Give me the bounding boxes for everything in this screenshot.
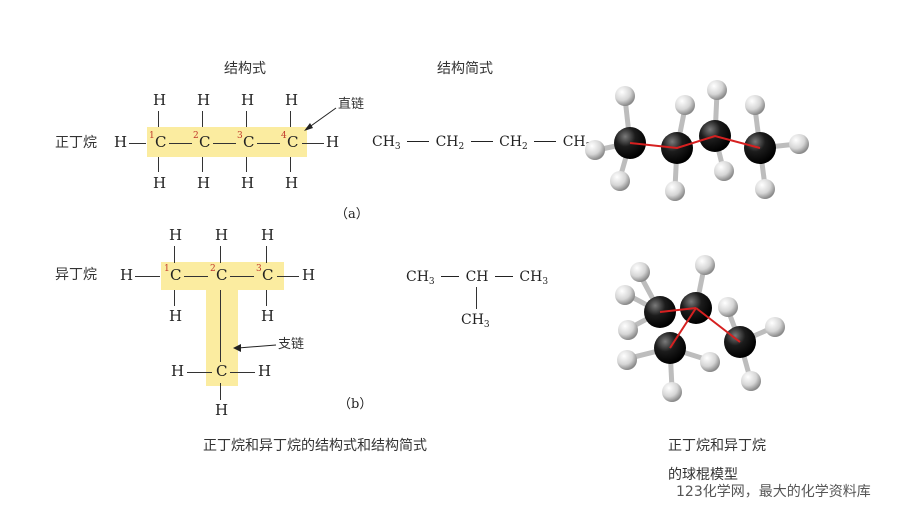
isobutane-bond-branch-right <box>230 372 255 373</box>
isobutane-carbon-4: C <box>216 362 228 380</box>
isobutane-cond-bond-2 <box>494 276 513 277</box>
isobutane-num-2: 2 <box>210 264 216 274</box>
isobutane-condensed-formula: CH3 CH CH3 <box>406 270 548 287</box>
nbutane-h-top-2: H <box>197 91 211 109</box>
nbutane-carbon-1: C <box>155 133 167 151</box>
isobutane-cond-ch: CH <box>465 269 489 285</box>
isobutane-h-top-3: H <box>261 226 275 244</box>
nbutane-h-top-1: H <box>153 91 167 109</box>
nbutane-condensed-formula: CH3 CH2 CH2 CH3 <box>372 135 591 152</box>
isobutane-num-3: 3 <box>256 264 262 274</box>
nbutane-bond-top-3 <box>246 111 247 127</box>
isobutane-carbon-2: C <box>216 266 228 284</box>
nbutane-cond-ch2-1: CH2 <box>435 134 465 152</box>
isobutane-cond-bond-1 <box>441 276 460 277</box>
isobutane-carbon-1: C <box>170 266 182 284</box>
nbutane-bond-left <box>129 143 146 144</box>
watermark-text: 123化学网，最大的化学资料库 <box>676 484 871 500</box>
nbutane-carbon-2: C <box>199 133 211 151</box>
isobutane-annotation-branch: 支链 <box>278 337 305 352</box>
nbutane-h-right: H <box>326 133 340 151</box>
isobutane-bond-c2-c3 <box>230 276 254 277</box>
nbutane-cond-ch3-left: CH3 <box>372 134 401 152</box>
nbutane-bond-bottom-1 <box>158 157 159 172</box>
nbutane-cond-bond-3 <box>534 141 557 142</box>
isobutane-bond-bottom-1 <box>174 290 175 306</box>
nbutane-num-2: 2 <box>193 131 199 141</box>
isobutane-bond-left <box>135 276 160 277</box>
caption-formulas: 正丁烷和异丁烷的结构式和结构简式 <box>203 438 427 454</box>
isobutane-bond-top-2 <box>220 246 221 263</box>
nbutane-bond-c2-c3 <box>213 143 236 144</box>
nbutane-bond-top-4 <box>290 111 291 127</box>
isobutane-branch-highlight <box>206 290 238 386</box>
nbutane-bond-bottom-4 <box>290 157 291 172</box>
nbutane-num-1: 1 <box>149 131 155 141</box>
nbutane-ball-stick-model <box>585 80 809 201</box>
nbutane-cond-bond-2 <box>470 141 493 142</box>
nbutane-bond-bottom-2 <box>202 157 203 172</box>
nbutane-panel-label: （a） <box>335 207 369 222</box>
nbutane-carbon-3: C <box>243 133 255 151</box>
isobutane-bond-bottom-3 <box>266 290 267 306</box>
isobutane-h-bottom-3: H <box>261 307 275 325</box>
nbutane-h-bottom-3: H <box>241 174 255 192</box>
nbutane-h-bottom-4: H <box>285 174 299 192</box>
isobutane-h-branch-right: H <box>258 362 272 380</box>
nbutane-annotation-arrow <box>304 107 337 131</box>
nbutane-cond-ch2-2: CH2 <box>499 134 528 152</box>
caption-models-line1: 正丁烷和异丁烷 <box>668 438 766 454</box>
nbutane-bond-bottom-3 <box>246 157 247 172</box>
nbutane-h-top-3: H <box>241 91 255 109</box>
isobutane-name-label: 异丁烷 <box>55 267 97 283</box>
nbutane-num-4: 4 <box>281 131 287 141</box>
isobutane-bond-branch <box>220 290 221 362</box>
nbutane-carbon-4: C <box>287 133 299 151</box>
isobutane-cond-ch3-left: CH3 <box>406 269 435 287</box>
isobutane-h-top-2: H <box>215 226 229 244</box>
nbutane-bond-right <box>302 143 324 144</box>
isobutane-bond-right <box>277 276 299 277</box>
isobutane-main-chain-highlight <box>161 262 284 290</box>
nbutane-bond-top-2 <box>202 111 203 127</box>
isobutane-bond-branch-left <box>187 372 212 373</box>
isobutane-h-bottom-1: H <box>169 307 183 325</box>
isobutane-annotation-arrow <box>233 344 277 352</box>
nbutane-name-label: 正丁烷 <box>55 135 97 151</box>
header-structural-formula: 结构式 <box>224 61 266 77</box>
nbutane-annotation-straight-chain: 直链 <box>338 97 365 112</box>
nbutane-h-top-4: H <box>285 91 299 109</box>
isobutane-panel-label: （b） <box>338 397 373 412</box>
nbutane-chain-highlight <box>147 127 307 157</box>
isobutane-bond-branch-bottom <box>220 383 221 400</box>
nbutane-num-3: 3 <box>237 131 243 141</box>
isobutane-h-top-1: H <box>169 226 183 244</box>
isobutane-carbon-3: C <box>262 266 274 284</box>
nbutane-h-left: H <box>114 133 128 151</box>
isobutane-cond-bond-branch <box>476 287 477 309</box>
nbutane-bond-c3-c4 <box>257 143 280 144</box>
header-condensed-formula: 结构简式 <box>437 61 493 77</box>
isobutane-ball-stick-model <box>615 255 785 402</box>
isobutane-h-branch-left: H <box>171 362 185 380</box>
isobutane-h-right: H <box>302 266 316 284</box>
nbutane-cond-bond-1 <box>407 141 430 142</box>
caption-models-line2: 的球棍模型 <box>668 467 738 483</box>
isobutane-bond-top-3 <box>266 246 267 263</box>
nbutane-h-bottom-2: H <box>197 174 211 192</box>
nbutane-bond-c1-c2 <box>169 143 192 144</box>
isobutane-num-1: 1 <box>164 264 170 274</box>
isobutane-bond-c1-c2 <box>184 276 208 277</box>
isobutane-h-branch-bottom: H <box>215 401 229 419</box>
isobutane-cond-ch3-right: CH3 <box>519 269 549 287</box>
isobutane-bond-top-1 <box>174 246 175 263</box>
nbutane-bond-top-1 <box>158 111 159 127</box>
nbutane-h-bottom-1: H <box>153 174 167 192</box>
isobutane-cond-ch3-branch: CH3 <box>461 312 490 330</box>
isobutane-h-left: H <box>120 266 134 284</box>
